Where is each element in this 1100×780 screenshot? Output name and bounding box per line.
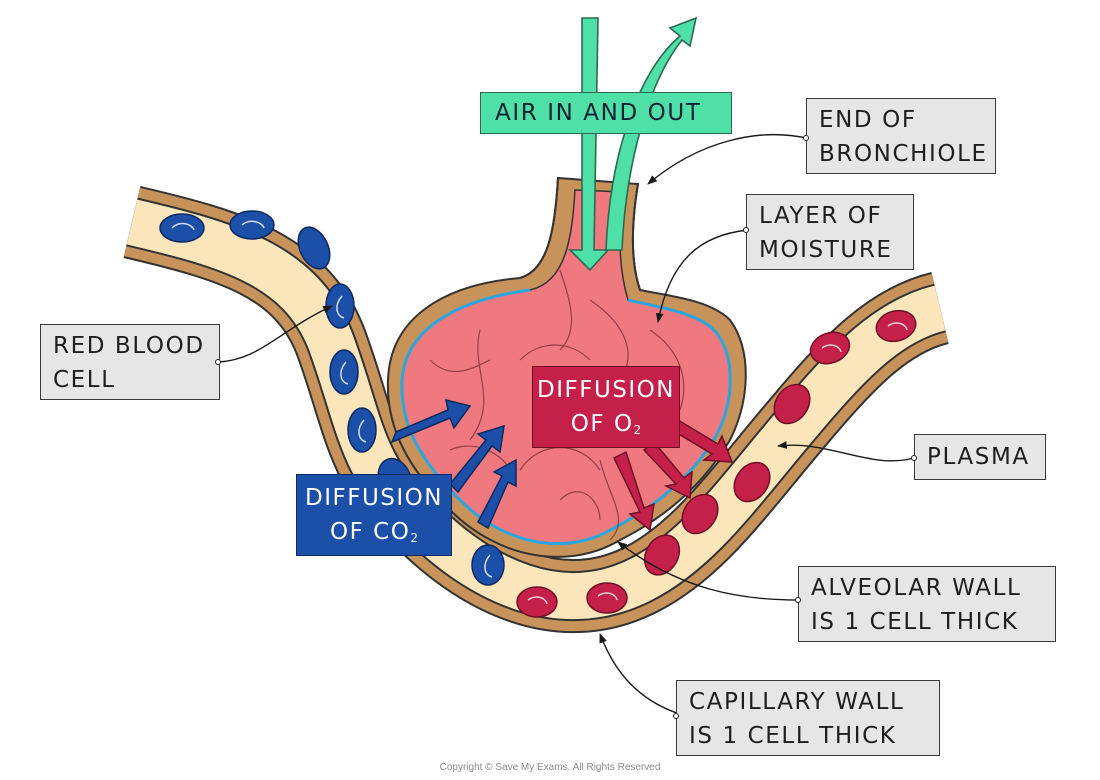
end-of-bronchiole-pointer-dot — [803, 135, 809, 141]
plasma-label: PLASMA — [914, 434, 1046, 480]
plasma-pointer-dot — [911, 455, 917, 461]
air-in-and-out-label: AIR IN AND OUT — [480, 92, 732, 134]
alveolar-wall-pointer-dot — [795, 597, 801, 603]
label-pointers — [217, 134, 915, 717]
moisture-layer — [400, 288, 732, 546]
red-blood-cell-label: RED BLOOD CELL — [40, 324, 220, 400]
layer-of-moisture-pointer-dot — [743, 227, 749, 233]
o2-diffusion-arrows — [613, 418, 734, 532]
deoxygenated-red-blood-cells — [159, 210, 505, 586]
copyright-notice: Copyright © Save My Exams. All Rights Re… — [439, 762, 661, 773]
diffusion-of-co2-label: DIFFUSION OF CO2 — [296, 474, 452, 556]
red-blood-cell-pointer-dot — [215, 359, 221, 365]
co2-diffusion-arrows — [390, 398, 517, 530]
layer-of-moisture-label: LAYER OF MOISTURE — [746, 194, 914, 270]
end-of-bronchiole-label: END OF BRONCHIOLE — [806, 98, 996, 174]
air-arrows — [568, 16, 698, 272]
diffusion-of-o2-label: DIFFUSION OF O2 — [532, 366, 680, 448]
capillary-wall-pointer-dot — [673, 713, 679, 719]
capillary-wall-label: CAPILLARY WALL IS 1 CELL THICK — [676, 680, 940, 756]
alveolar-wall-label: ALVEOLAR WALL IS 1 CELL THICK — [798, 566, 1056, 642]
